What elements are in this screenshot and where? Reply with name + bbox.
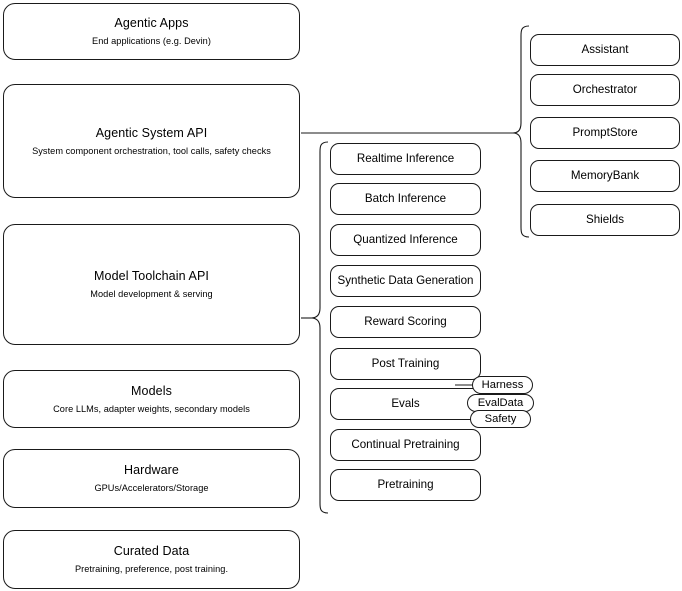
capability-label: Evals xyxy=(391,397,420,410)
capability-continual-pretraining[interactable]: Continual Pretraining xyxy=(330,429,481,461)
layer-curated-data[interactable]: Curated Data Pretraining, preference, po… xyxy=(3,530,300,589)
component-label: Assistant xyxy=(581,43,629,56)
capability-label: Pretraining xyxy=(377,478,434,491)
capability-synthetic-data-generation[interactable]: Synthetic Data Generation xyxy=(330,265,481,297)
capability-label: Batch Inference xyxy=(364,192,447,205)
eval-tag-harness[interactable]: Harness xyxy=(472,376,533,394)
layer-title: Hardware xyxy=(124,463,179,477)
component-memorybank[interactable]: MemoryBank xyxy=(530,160,680,192)
layer-subtitle: End applications (e.g. Devin) xyxy=(92,36,211,46)
layer-subtitle: Core LLMs, adapter weights, secondary mo… xyxy=(53,403,250,414)
layer-title: Agentic Apps xyxy=(114,16,189,30)
layer-title: Models xyxy=(131,383,172,398)
layer-models[interactable]: Models Core LLMs, adapter weights, secon… xyxy=(3,370,300,428)
component-promptstore[interactable]: PromptStore xyxy=(530,117,680,149)
capability-label: Realtime Inference xyxy=(356,152,455,165)
component-assistant[interactable]: Assistant xyxy=(530,34,680,66)
component-label: MemoryBank xyxy=(570,169,640,182)
capability-post-training[interactable]: Post Training xyxy=(330,348,481,380)
eval-tag-evaldata[interactable]: EvalData xyxy=(467,394,534,412)
capability-reward-scoring[interactable]: Reward Scoring xyxy=(330,306,481,338)
capability-realtime-inference[interactable]: Realtime Inference xyxy=(330,143,481,175)
layer-subtitle: Pretraining, preference, post training. xyxy=(74,564,229,574)
layer-agentic-apps[interactable]: Agentic Apps End applications (e.g. Devi… xyxy=(3,3,300,60)
layer-model-toolchain-api[interactable]: Model Toolchain API Model development & … xyxy=(3,224,300,345)
eval-tag-label: EvalData xyxy=(477,396,524,409)
capability-label: Quantized Inference xyxy=(353,233,458,246)
capability-quantized-inference[interactable]: Quantized Inference xyxy=(330,224,481,256)
component-orchestrator[interactable]: Orchestrator xyxy=(530,74,680,106)
capability-label: Synthetic Data Generation xyxy=(337,274,474,287)
capability-label: Continual Pretraining xyxy=(351,438,460,451)
eval-tag-label: Safety xyxy=(484,412,517,425)
eval-tag-label: Harness xyxy=(481,378,524,391)
eval-tag-safety[interactable]: Safety xyxy=(470,410,531,428)
component-shields[interactable]: Shields xyxy=(530,204,680,236)
layer-hardware[interactable]: Hardware GPUs/Accelerators/Storage xyxy=(3,449,300,508)
layer-title: Curated Data xyxy=(113,544,190,558)
capability-evals[interactable]: Evals xyxy=(330,388,481,420)
layer-subtitle: System component orchestration, tool cal… xyxy=(32,145,271,156)
capability-label: Reward Scoring xyxy=(364,315,447,328)
capability-batch-inference[interactable]: Batch Inference xyxy=(330,183,481,215)
capability-label: Post Training xyxy=(371,357,440,370)
layer-title: Model Toolchain API xyxy=(94,269,209,283)
layer-subtitle: GPUs/Accelerators/Storage xyxy=(94,483,209,493)
component-label: Orchestrator xyxy=(572,83,638,96)
layer-title: Agentic System API xyxy=(95,125,208,140)
layer-agentic-system-api[interactable]: Agentic System API System component orch… xyxy=(3,84,300,198)
component-label: Shields xyxy=(585,213,625,226)
component-label: PromptStore xyxy=(572,126,638,139)
layer-subtitle: Model development & serving xyxy=(90,289,213,299)
capability-pretraining[interactable]: Pretraining xyxy=(330,469,481,501)
